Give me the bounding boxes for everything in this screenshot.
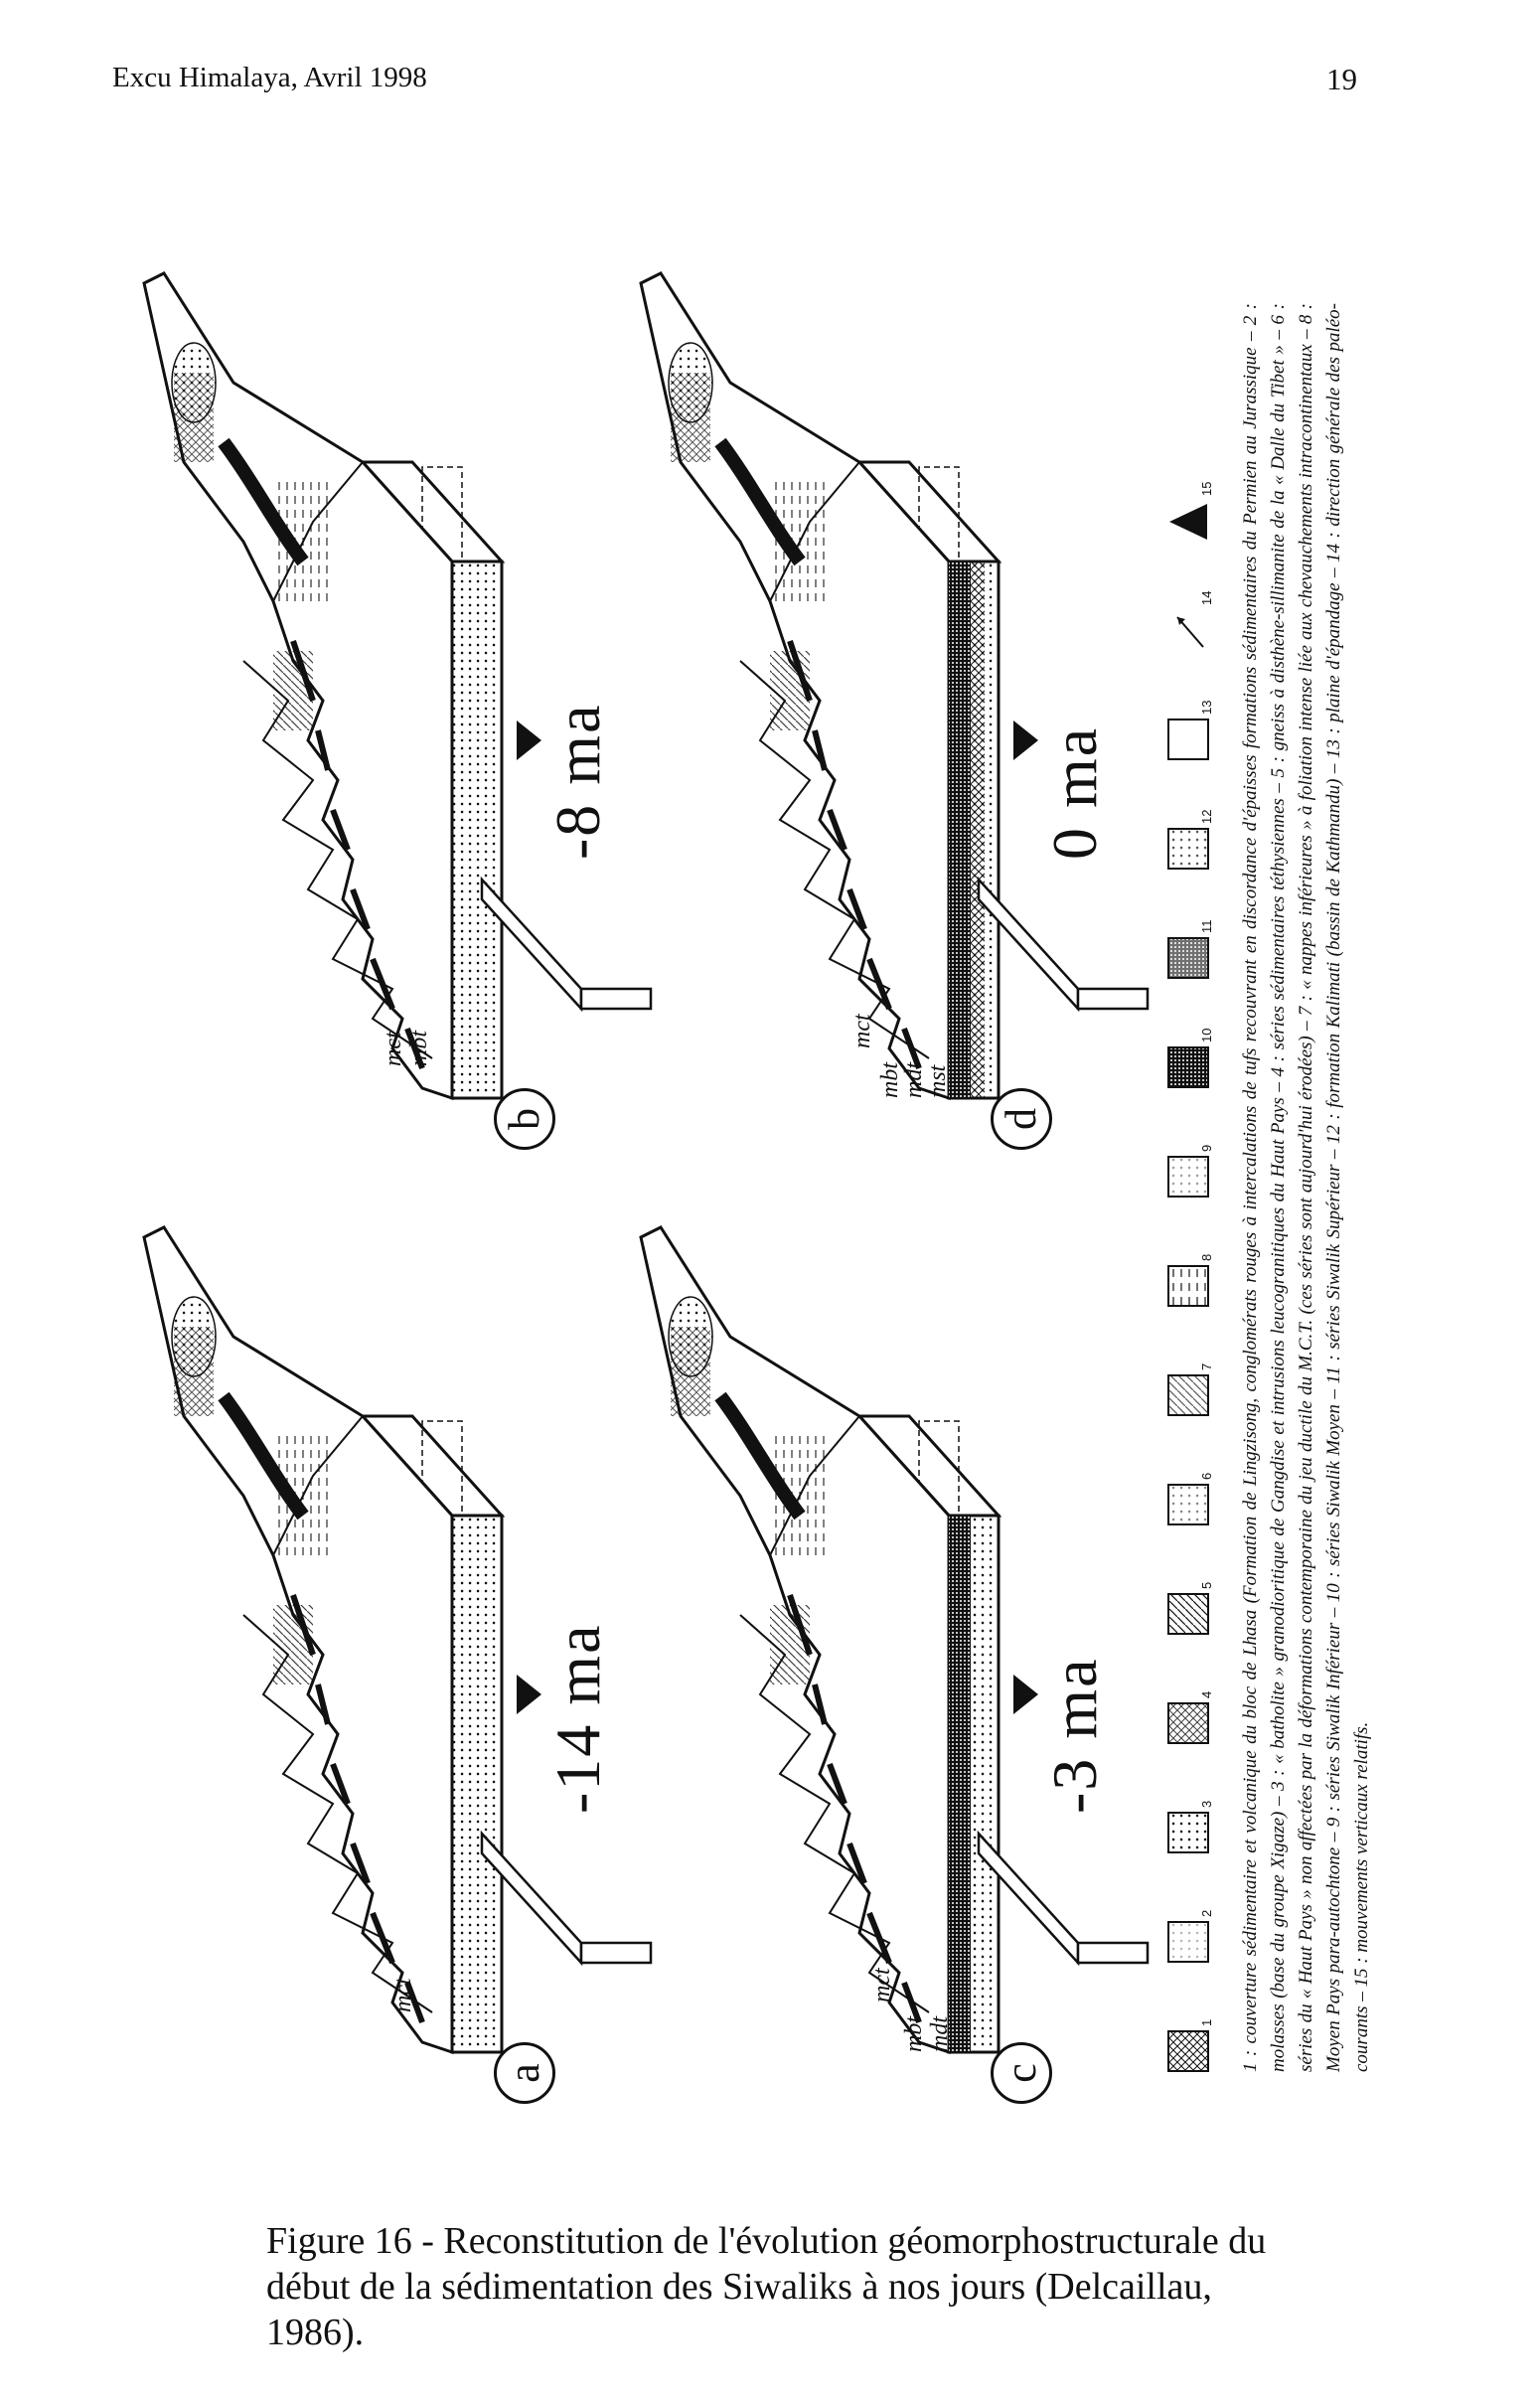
fault-mbt-b: mbt <box>406 1031 432 1066</box>
block-diagram-d <box>621 268 1150 1158</box>
panel-c: c -3 ma mct mbt mdt <box>621 1222 1157 2112</box>
legend-swatch-7 <box>1167 1374 1209 1416</box>
fault-mbt-d: mbt <box>877 1062 903 1098</box>
panel-d: d 0 ma mct mbt mdt mst <box>621 268 1157 1158</box>
legend-num-8: 8 <box>1199 1253 1214 1261</box>
panel-letter-b: b <box>494 1088 555 1150</box>
legend-num-9: 9 <box>1199 1144 1214 1152</box>
running-header: Excu Himalaya, Avril 1998 <box>112 62 427 93</box>
legend-swatch-6 <box>1167 1484 1209 1525</box>
panel-b: b -8 ma mct mbt <box>124 268 661 1158</box>
legend-num-4: 4 <box>1199 1690 1214 1698</box>
fault-mct-d: mct <box>849 1014 875 1048</box>
figure-16: a -14 ma mct b -8 ma mct mbt c -3 ma mct… <box>124 234 1376 2112</box>
legend-swatch-12 <box>1167 828 1209 870</box>
legend-num-1: 1 <box>1199 2018 1214 2026</box>
legend-num-10: 10 <box>1199 1028 1214 1042</box>
legend-swatch-9 <box>1167 1156 1209 1198</box>
panel-letter-c: c <box>991 2042 1052 2104</box>
legend-swatch-3 <box>1167 1812 1209 1853</box>
fault-mdt-d: mdt <box>901 1062 927 1098</box>
legend-swatch-1 <box>1167 2030 1209 2072</box>
panel-letter-a: a <box>494 2042 555 2104</box>
fault-mbt-c: mbt <box>901 2016 927 2052</box>
figure-caption: Figure 16 - Reconstitution de l'évolutio… <box>266 2220 1267 2353</box>
legend-swatch-13 <box>1167 719 1209 760</box>
panel-letter-d: d <box>991 1088 1052 1150</box>
legend-swatch-4 <box>1167 1702 1209 1744</box>
legend-swatch-8 <box>1167 1265 1209 1307</box>
legend-num-5: 5 <box>1199 1581 1214 1589</box>
panel-a: a -14 ma mct <box>124 1222 661 2112</box>
legend-num-15: 15 <box>1199 481 1214 496</box>
age-label-b: -8 ma <box>542 703 613 861</box>
legend-swatches: 1 2 3 4 5 6 7 8 9 10 11 <box>1167 432 1227 2072</box>
legend-num-12: 12 <box>1199 809 1214 824</box>
page-number: 19 <box>1326 62 1357 96</box>
legend-swatch-5 <box>1167 1593 1209 1635</box>
paleocurrent-arrow-icon <box>1176 616 1204 648</box>
legend-num-11: 11 <box>1199 919 1214 934</box>
legend-swatch-10 <box>1167 1046 1209 1088</box>
fault-mst-d: mst <box>925 1064 951 1098</box>
legend-swatch-2 <box>1167 1921 1209 1963</box>
fault-mct-a: mct <box>390 1978 416 2012</box>
legend-num-6: 6 <box>1199 1472 1214 1480</box>
legend-num-3: 3 <box>1199 1800 1214 1808</box>
fault-mdt-c: mdt <box>927 2016 953 2052</box>
fault-mct-b: mct <box>381 1032 406 1066</box>
age-label-c: -3 ma <box>1039 1657 1110 1815</box>
age-label-d: 0 ma <box>1039 725 1110 860</box>
age-label-a: -14 ma <box>542 1623 613 1815</box>
legend-swatch-11 <box>1167 937 1209 979</box>
vertical-movement-arrow-icon <box>1169 504 1207 540</box>
block-diagram-c <box>621 1222 1150 2112</box>
legend-num-13: 13 <box>1199 700 1214 715</box>
legend-num-2: 2 <box>1199 1909 1214 1917</box>
legend-num-7: 7 <box>1199 1362 1214 1370</box>
fault-mct-c: mct <box>869 1968 895 2002</box>
legend-text: 1 : couverture sédimentaire et volcaniqu… <box>1240 303 1372 2072</box>
legend-num-14: 14 <box>1199 590 1214 605</box>
